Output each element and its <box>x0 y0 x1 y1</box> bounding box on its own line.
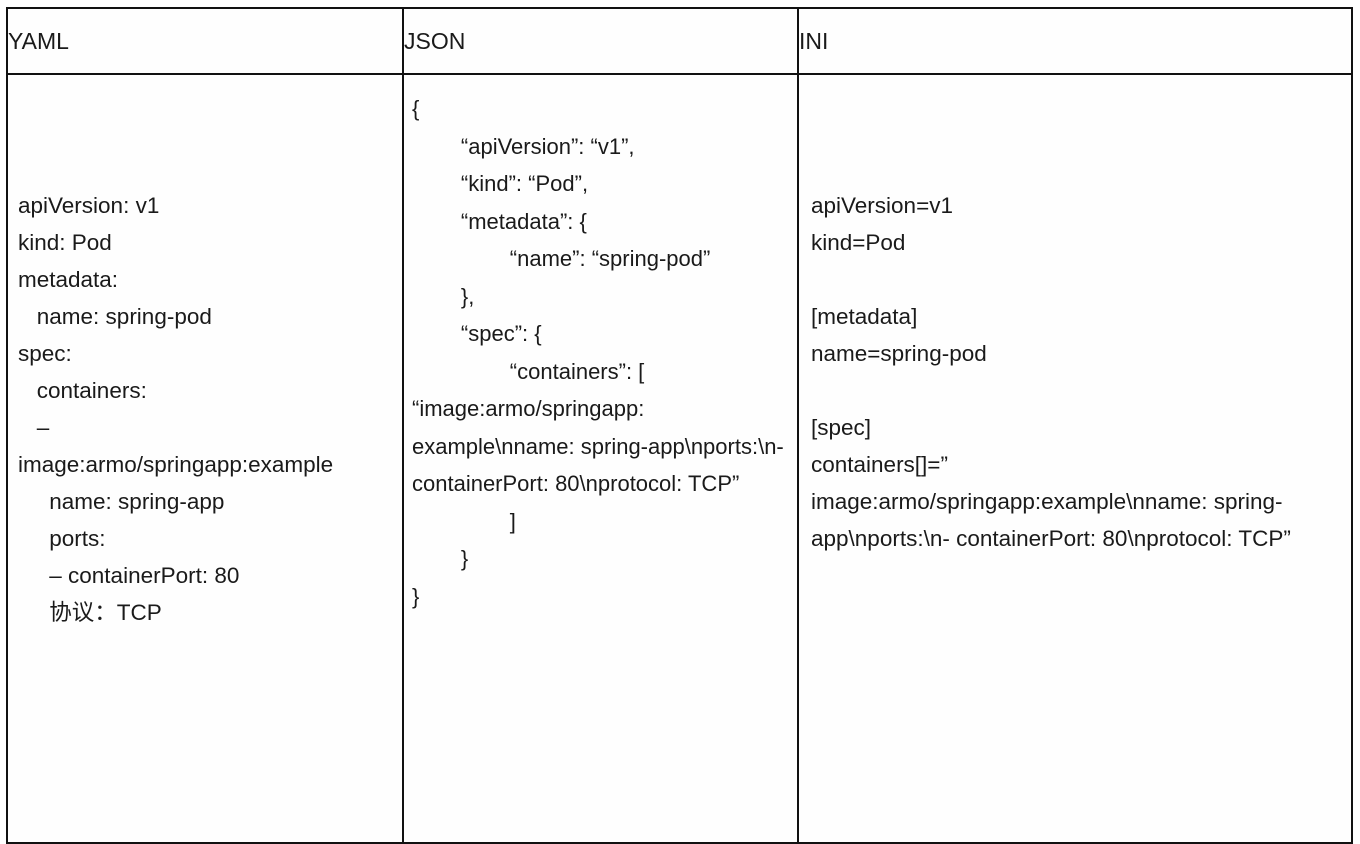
config-format-comparison-table: YAML JSON INI apiVersion: v1 kind: Pod m… <box>6 7 1353 844</box>
cell-json: { “apiVersion”: “v1”, “kind”: “Pod”, “me… <box>402 73 799 844</box>
ini-cell-body: apiVersion=v1 kind=Pod [metadata] name=s… <box>799 75 1351 842</box>
cell-yaml: apiVersion: v1 kind: Pod metadata: name:… <box>6 73 404 844</box>
json-cell-body: { “apiVersion”: “v1”, “kind”: “Pod”, “me… <box>404 75 797 745</box>
column-header-json: JSON <box>402 7 799 75</box>
cell-ini: apiVersion=v1 kind=Pod [metadata] name=s… <box>797 73 1353 844</box>
json-code-block: { “apiVersion”: “v1”, “kind”: “Pod”, “me… <box>412 96 784 609</box>
yaml-cell-body: apiVersion: v1 kind: Pod metadata: name:… <box>8 75 402 842</box>
yaml-code-block: apiVersion: v1 kind: Pod metadata: name:… <box>18 193 334 625</box>
ini-code-block: apiVersion=v1 kind=Pod [metadata] name=s… <box>811 193 1291 551</box>
column-header-ini: INI <box>797 7 1353 75</box>
column-header-yaml: YAML <box>6 7 404 75</box>
page-root: YAML JSON INI apiVersion: v1 kind: Pod m… <box>6 7 1353 844</box>
table-body-row: apiVersion: v1 kind: Pod metadata: name:… <box>6 73 1353 844</box>
table-header-row: YAML JSON INI <box>6 7 1353 75</box>
